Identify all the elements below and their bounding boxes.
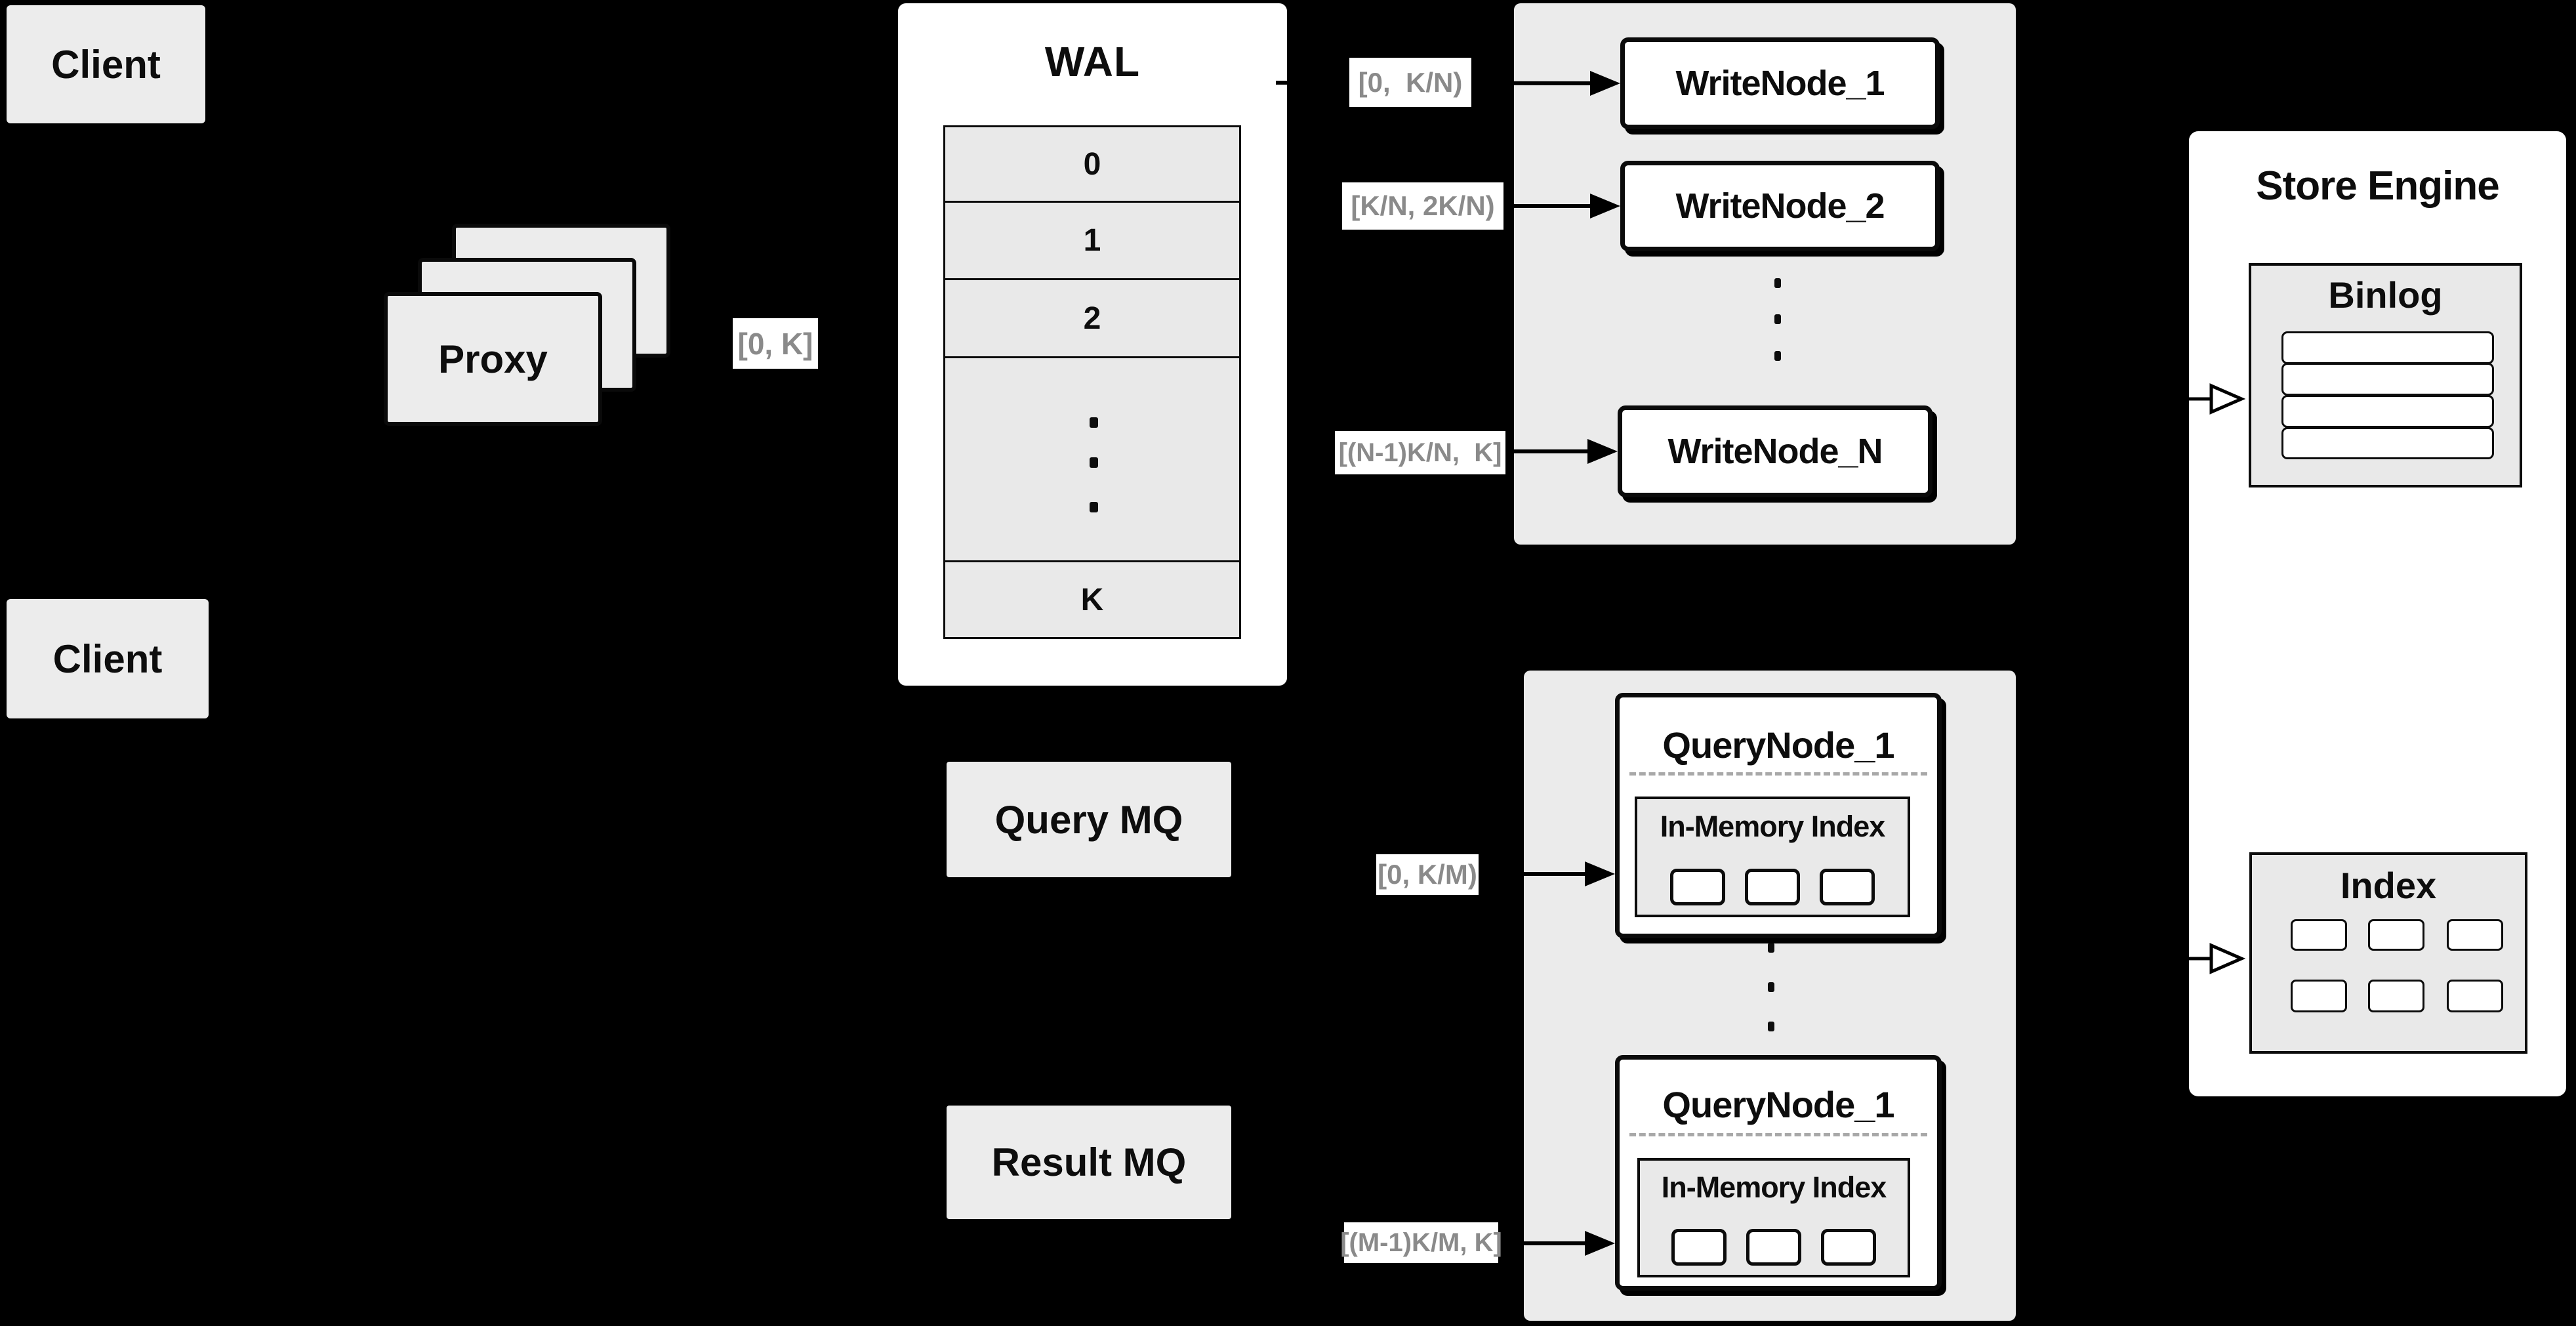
range-chip-writenode-n: [(N-1)K/N, K] [1335,431,1505,474]
wal-row-0-label: 0 [1083,146,1101,182]
query-node-bottom-divider [1629,1133,1927,1136]
in-memory-segments-row [1640,1229,1908,1266]
range-chip-writenode-n-text: [(N-1)K/N, K] [1338,438,1502,467]
memory-segment [1821,1229,1876,1266]
ellipsis-dot [1090,502,1098,512]
index-cell [2368,919,2424,951]
proxy-label: Proxy [438,337,548,381]
write-node-n-box: WriteNode_N [1618,405,1932,497]
result-mq-box: Result MQ [947,1106,1231,1219]
write-node-2-label: WriteNode_2 [1675,186,1885,226]
client-top-label: Client [51,42,161,87]
ellipsis-dot [1090,417,1098,428]
range-chip-writenode-2: [K/N, 2K/N) [1342,182,1503,230]
range-chip-querynode-top: [0, K/M) [1376,854,1479,895]
ellipsis-dot [1774,351,1781,361]
range-chip-writenode-1-text: [0, K/N) [1358,66,1463,98]
range-chip-proxy-text: [0, K] [737,326,813,361]
range-chip-querynode-top-text: [0, K/M) [1378,859,1477,890]
range-chip-querynode-bottom: [(M-1)K/M, K] [1340,1222,1502,1263]
wal-box: WAL 0 1 2 K [898,3,1287,686]
arrow-binlog-to-index [2020,943,2246,974]
memory-segment [1820,869,1875,905]
write-node-2-box: WriteNode_2 [1620,161,1940,251]
wal-row-2: 2 [943,280,1241,358]
query-mq-label: Query MQ [994,797,1183,842]
binlog-segment [2281,395,2494,428]
range-chip-writenode-2-text: [K/N, 2K/N) [1351,190,1495,221]
binlog-segment [2281,427,2494,459]
ellipsis-dot [1774,314,1781,324]
proxy-box: Proxy [384,292,602,426]
query-node-bottom-box: QueryNode_1 In-Memory Index [1615,1055,1942,1291]
wal-table: 0 1 2 K [943,125,1241,639]
result-mq-label: Result MQ [991,1140,1187,1184]
range-chip-proxy: [0, K] [733,318,818,369]
ellipsis-dot [1090,457,1098,468]
memory-segment [1670,869,1725,905]
wal-row-2-label: 2 [1083,300,1101,336]
in-memory-index-top-title: In-Memory Index [1660,810,1886,843]
index-box: Index [2249,852,2527,1054]
query-node-top-divider [1629,772,1927,776]
binlog-box: Binlog [2249,263,2522,487]
wal-row-1: 1 [943,203,1241,280]
wal-row-1-label: 1 [1083,223,1101,258]
range-chip-querynode-bottom-text: [(M-1)K/M, K] [1340,1228,1502,1257]
range-chip-writenode-1: [0, K/N) [1349,58,1471,107]
ellipsis-dot [1774,278,1781,288]
wal-row-k: K [943,562,1241,639]
wal-row-0: 0 [943,125,1241,203]
query-node-top-box: QueryNode_1 In-Memory Index [1615,693,1942,938]
in-memory-index-top-box: In-Memory Index [1635,797,1910,917]
ellipsis-dot [1768,982,1774,992]
binlog-segment [2281,363,2494,396]
store-engine-box: Store Engine Binlog Index [2189,131,2566,1096]
store-engine-title: Store Engine [2256,163,2499,209]
index-cell [2447,980,2503,1012]
client-bottom-box: Client [7,599,209,718]
memory-segment [1745,869,1800,905]
in-memory-index-bottom-title: In-Memory Index [1661,1171,1887,1204]
memory-segment [1671,1229,1727,1266]
write-node-1-box: WriteNode_1 [1620,37,1940,129]
index-cell [2447,919,2503,951]
in-memory-segments-row [1637,869,1908,905]
query-mq-box: Query MQ [947,762,1231,877]
write-node-n-label: WriteNode_N [1667,432,1883,471]
client-bottom-label: Client [52,636,163,681]
index-cell [2291,919,2347,951]
binlog-title: Binlog [2328,274,2443,316]
index-title: Index [2340,865,2437,906]
ellipsis-dot [1768,943,1774,953]
wal-title: WAL [1044,38,1141,85]
arrow-writenodes-to-binlog [2020,383,2246,415]
wal-row-ellipsis [943,358,1241,562]
query-node-bottom-title: QueryNode_1 [1662,1084,1894,1125]
memory-segment [1746,1229,1801,1266]
client-top-box: Client [7,5,205,123]
wal-row-k-label: K [1080,582,1104,617]
index-cell [2291,980,2347,1012]
index-cell [2368,980,2424,1012]
in-memory-index-bottom-box: In-Memory Index [1637,1158,1910,1277]
write-node-1-label: WriteNode_1 [1675,64,1885,103]
query-node-top-title: QueryNode_1 [1662,724,1894,766]
ellipsis-dot [1768,1022,1774,1031]
